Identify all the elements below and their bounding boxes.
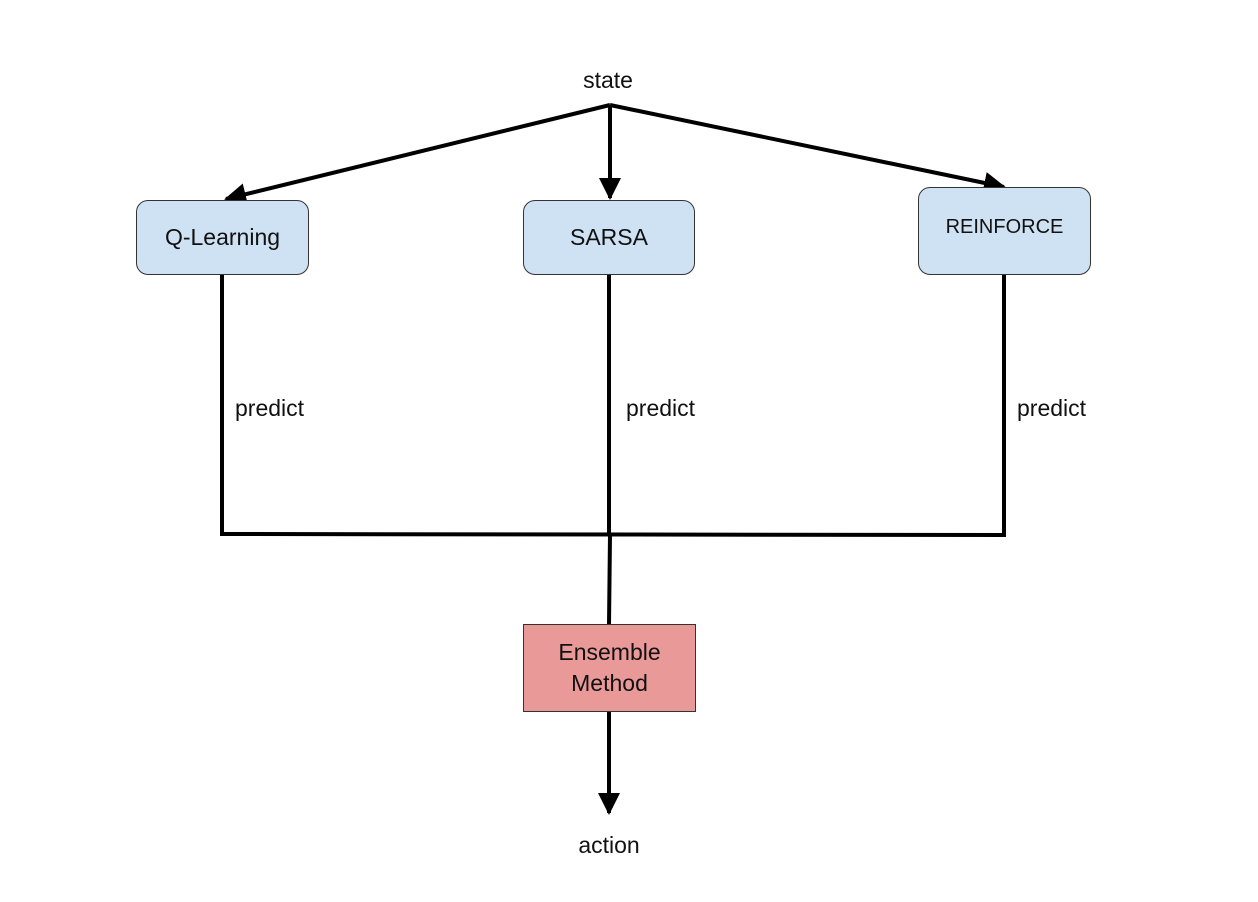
- sarsa-predict-label: predict: [626, 395, 696, 421]
- state-label: state: [583, 67, 633, 93]
- action-label: action: [578, 832, 640, 858]
- q-learning-label: Q-Learning: [164, 224, 281, 250]
- ensemble-method-text: Ensemble Method: [558, 637, 660, 699]
- line-merge-to-ensemble: [607, 534, 612, 626]
- sarsa-node: SARSA: [523, 200, 695, 275]
- q-learning-predict-label: predict: [235, 395, 305, 421]
- q-learning-node: Q-Learning: [136, 200, 309, 275]
- ensemble-method-node: Ensemble Method: [523, 624, 696, 712]
- merge-bus-line: [219, 532, 1007, 537]
- ensemble-label-line2: Method: [571, 670, 648, 696]
- reinforce-label: REINFORCE: [945, 215, 1064, 238]
- reinforce-node: REINFORCE: [918, 187, 1091, 275]
- arrow-state-to-q-learning: [224, 103, 611, 205]
- sarsa-label: SARSA: [570, 224, 648, 250]
- reinforce-predict-label: predict: [1017, 395, 1087, 421]
- arrow-state-to-reinforce: [609, 103, 1006, 194]
- ensemble-label-line1: Ensemble: [558, 639, 661, 665]
